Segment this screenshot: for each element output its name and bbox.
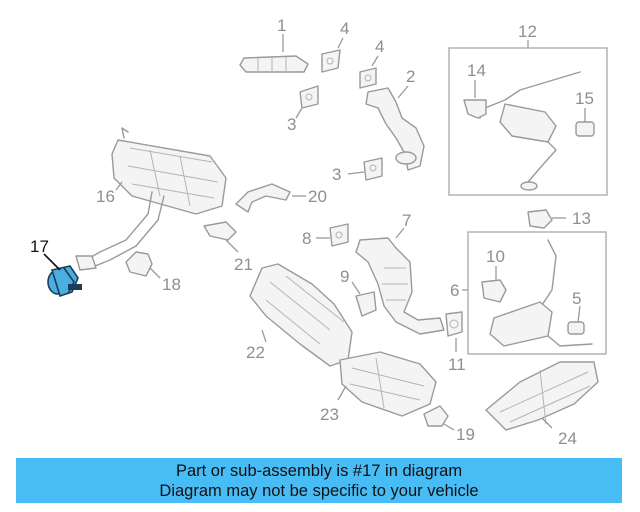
- callout-16[interactable]: 16: [96, 187, 115, 206]
- hanger-part-21[interactable]: [203, 221, 237, 241]
- callout-2[interactable]: 2: [406, 67, 415, 86]
- callout-12[interactable]: 12: [518, 22, 537, 41]
- banner-line-disclaimer: Diagram may not be specific to your vehi…: [159, 482, 479, 500]
- banner-line-part-number: Part or sub-assembly is #17 in diagram: [175, 462, 463, 480]
- callout-11[interactable]: 10: [486, 247, 505, 266]
- callout-24[interactable]: 24: [558, 429, 577, 448]
- gasket-part-4-top[interactable]: [321, 49, 341, 73]
- bracket-11-part[interactable]: [481, 279, 507, 303]
- pipe-part-20[interactable]: [235, 183, 291, 213]
- callout-19[interactable]: 19: [456, 425, 475, 444]
- callout-17-leader: [43, 253, 61, 271]
- callout-3[interactable]: 3: [287, 115, 296, 134]
- callout-5[interactable]: 7: [402, 211, 411, 230]
- callout-4[interactable]: 4: [340, 19, 349, 38]
- front-pipe-part-1[interactable]: [239, 55, 309, 73]
- callout-17[interactable]: 17: [30, 237, 49, 256]
- gasket-part-13[interactable]: [527, 209, 553, 229]
- bracket-part-19[interactable]: [423, 405, 449, 427]
- gasket-part-6[interactable]: [329, 223, 349, 247]
- heat-shield-part-24[interactable]: [485, 361, 599, 431]
- hanger-10-part[interactable]: [567, 321, 585, 335]
- gasket-part-4-second[interactable]: [359, 67, 377, 89]
- bracket-part-7[interactable]: [355, 291, 377, 317]
- gasket-part-3-upper[interactable]: [299, 85, 319, 109]
- callout-20[interactable]: 20: [308, 187, 327, 206]
- exhaust-parts-diagram: 12 14 15 1 4 3 4 2: [30, 16, 608, 448]
- callout-18[interactable]: 18: [162, 275, 181, 294]
- callout-10[interactable]: 5: [572, 289, 581, 308]
- callout-13[interactable]: 13: [572, 209, 591, 228]
- callout-4-second[interactable]: 4: [375, 37, 384, 56]
- clamp-part-17-highlighted[interactable]: [47, 265, 82, 298]
- converter-assembly-part[interactable]: [489, 239, 593, 347]
- hanger-part-18[interactable]: [125, 251, 153, 277]
- callout-9[interactable]: 11: [448, 355, 466, 374]
- center-pipe-part-2[interactable]: [365, 87, 425, 171]
- callout-15[interactable]: 15: [575, 89, 594, 108]
- callout-22[interactable]: 22: [246, 343, 265, 362]
- group-box-8: [467, 231, 607, 355]
- callout-3-lower[interactable]: 3: [332, 165, 341, 184]
- hanger-15-part[interactable]: [575, 121, 595, 137]
- gasket-part-3-lower[interactable]: [363, 157, 383, 181]
- callout-14[interactable]: 14: [467, 61, 486, 80]
- bracket-14-part[interactable]: [463, 99, 487, 119]
- gasket-part-9[interactable]: [445, 311, 463, 337]
- rear-muffler-part[interactable]: [479, 71, 581, 191]
- heat-shield-part-23[interactable]: [339, 351, 437, 417]
- callout-8[interactable]: 6: [450, 281, 459, 300]
- callout-23[interactable]: 23: [320, 405, 339, 424]
- catalytic-converter-part-5[interactable]: [355, 237, 445, 335]
- main-muffler-part-16[interactable]: [75, 127, 227, 271]
- callout-1[interactable]: 1: [277, 16, 286, 35]
- callout-6[interactable]: 8: [302, 229, 311, 248]
- info-banner: Part or sub-assembly is #17 in diagram D…: [16, 458, 622, 503]
- callout-21[interactable]: 21: [234, 255, 253, 274]
- heat-shield-part-22[interactable]: [249, 263, 353, 367]
- callout-7[interactable]: 9: [340, 267, 349, 286]
